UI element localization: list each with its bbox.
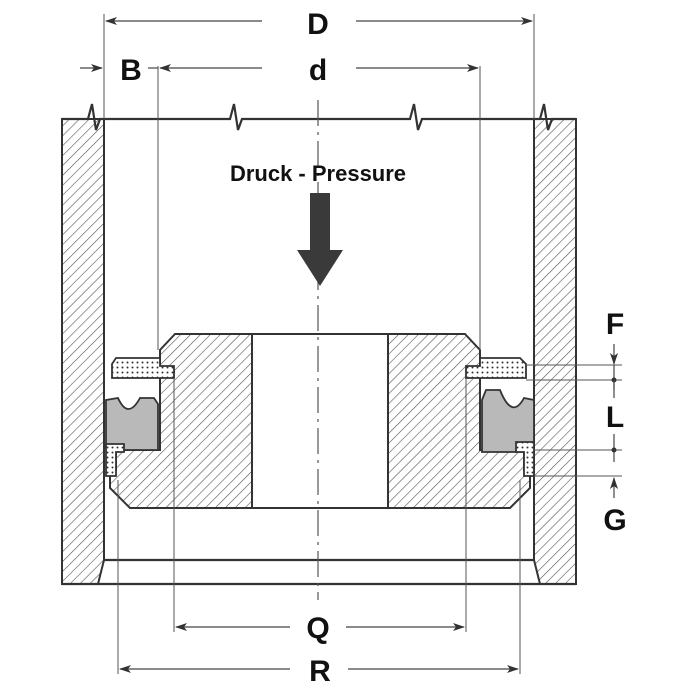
label-F: F [606,308,624,341]
break-line [62,103,576,131]
guide-ring-left [111,357,175,379]
label-L: L [606,401,624,434]
label-R: R [309,655,331,688]
piston-body [109,333,531,509]
seal-profile-left [105,396,159,451]
extension-lines [103,14,622,674]
dimension-point-L [611,447,617,453]
cylinder-wall-left [61,118,105,585]
label-B: B [120,54,142,87]
label-Q: Q [306,612,329,645]
backup-ring-right [515,441,535,477]
label-d: d [309,54,327,87]
label-G: G [603,504,626,537]
guide-ring-right [465,357,527,379]
arrow-down-icon [297,193,343,286]
label-D: D [307,8,329,41]
pressure-label: Druck - Pressure [230,161,406,186]
backup-ring-left [105,443,125,477]
cylinder-wall-right [533,118,577,585]
